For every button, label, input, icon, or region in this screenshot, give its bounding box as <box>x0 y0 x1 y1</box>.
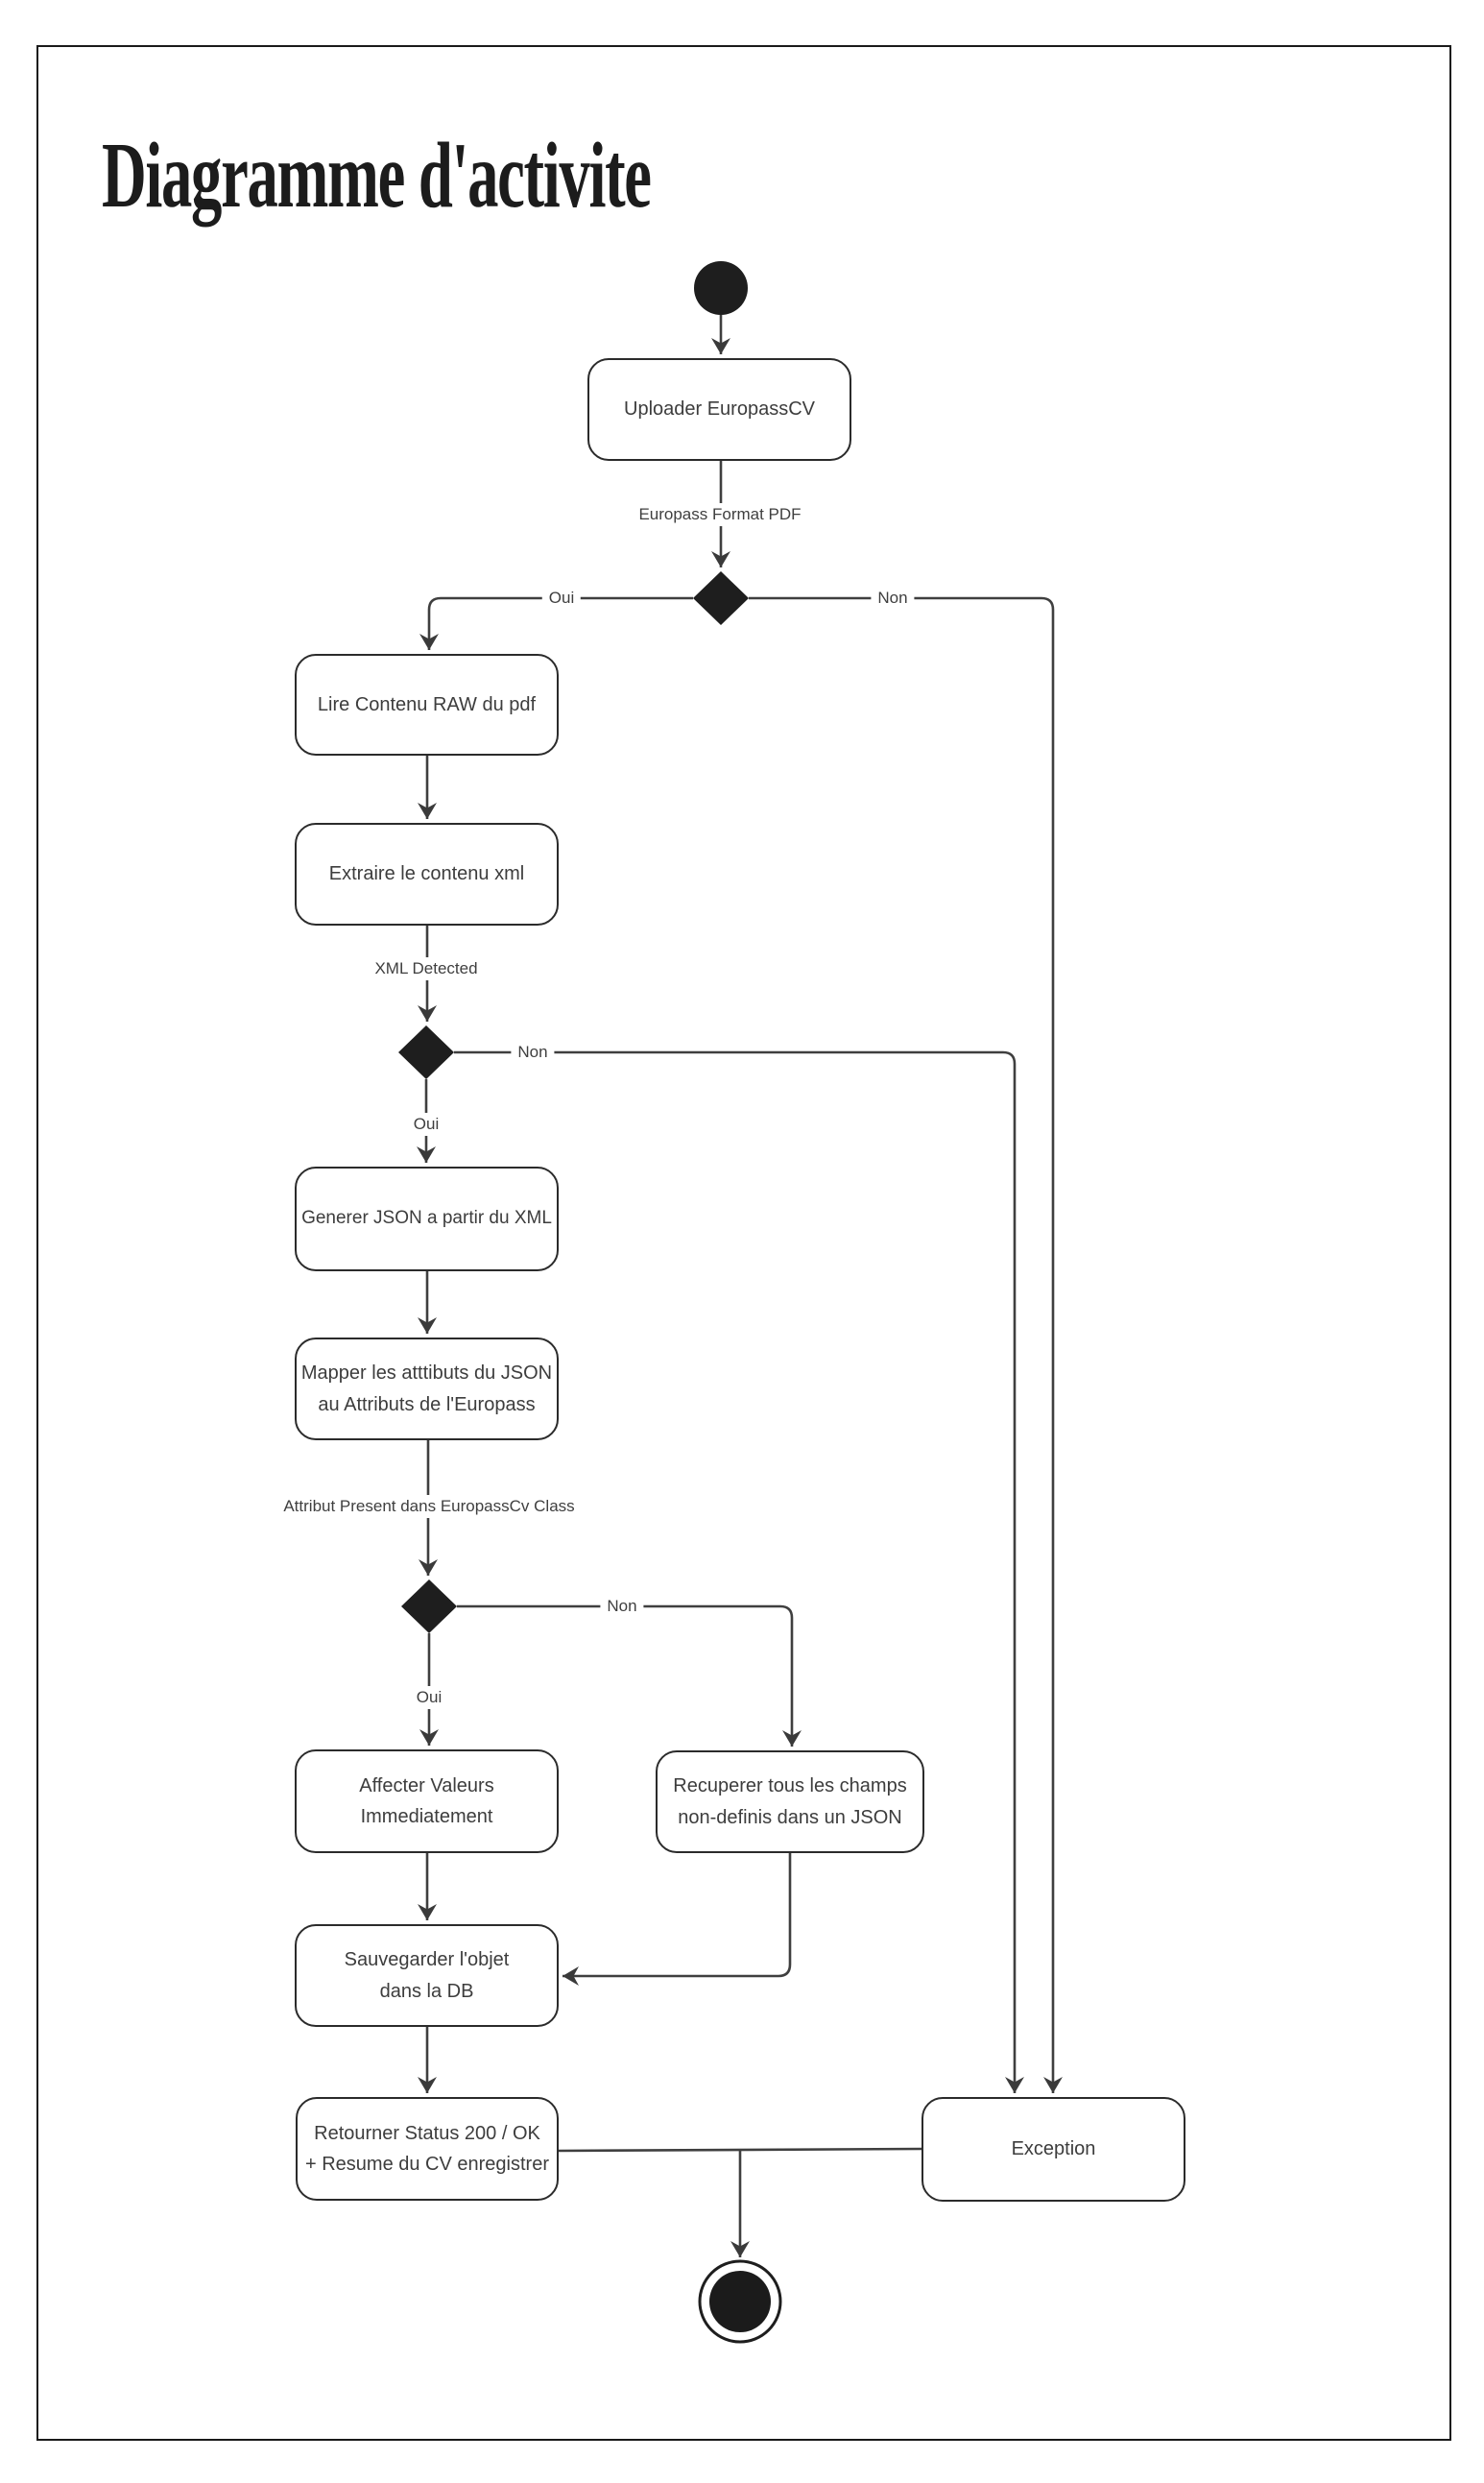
edge-decision3-non-to-recuperer <box>457 1604 802 1747</box>
node-label: Uploader EuropassCV <box>624 398 815 421</box>
node-mapper-attributs: Mapper les atttibuts du JSON au Attribut… <box>295 1338 559 1440</box>
node-affecter-valeurs: Affecter Valeurs Immediatement <box>295 1749 559 1853</box>
node-label: Generer JSON a partir du XML <box>301 1208 552 1229</box>
node-recuperer-champs: Recuperer tous les champs non-definis da… <box>656 1750 924 1853</box>
node-retourner-status: Retourner Status 200 / OK + Resume du CV… <box>296 2097 559 2201</box>
edge-label-decision3-non: Non <box>600 1595 644 1618</box>
node-label: au Attributs de l'Europass <box>318 1393 536 1415</box>
node-uploader-europasscv: Uploader EuropassCV <box>587 358 851 461</box>
edge-label-decision1-non: Non <box>871 587 915 610</box>
edge-label-europass-format-pdf: Europass Format PDF <box>632 503 808 526</box>
edge-decision2-non-to-exception <box>454 1050 1024 2093</box>
decision2-xml-detected <box>398 1025 454 1079</box>
edge-label-decision2-non: Non <box>511 1041 555 1064</box>
node-label: Affecter Valeurs <box>359 1774 494 1796</box>
node-label: Sauvegarder l'objet <box>344 1949 510 1971</box>
node-label: + Resume du CV enregistrer <box>304 2154 549 2175</box>
edge-decision1-oui-to-lire <box>419 596 693 650</box>
edge-label-decision3-oui: Oui <box>409 1686 449 1709</box>
decision3-attribut-present <box>401 1579 457 1633</box>
node-label: Extraire le contenu xml <box>328 863 525 885</box>
decision1-europass-format <box>693 571 749 625</box>
initial-node <box>694 261 748 315</box>
node-exception: Exception <box>922 2097 1185 2202</box>
edge-label-xml-detected: XML Detected <box>368 957 485 980</box>
node-label: Lire Contenu RAW du pdf <box>317 693 537 715</box>
node-label: Retourner Status 200 / OK <box>314 2122 540 2144</box>
node-label: Exception <box>1011 2138 1096 2160</box>
edge-label-attribut-present: Attribut Present dans EuropassCv Class <box>276 1495 582 1518</box>
node-extraire-contenu-xml: Extraire le contenu xml <box>295 823 559 926</box>
node-generer-json: Generer JSON a partir du XML <box>295 1167 559 1271</box>
edge-recuperer-to-sauvegarder <box>562 1853 792 1986</box>
node-label: Recuperer tous les champs <box>673 1775 907 1797</box>
node-lire-contenu-raw: Lire Contenu RAW du pdf <box>295 654 559 756</box>
node-label: dans la DB <box>379 1980 474 2002</box>
node-label: non-definis dans un JSON <box>678 1806 902 1828</box>
page-title: Diagramme d'activite <box>102 124 652 228</box>
edge-decision1-non-to-exception <box>749 596 1063 2093</box>
final-node-core <box>709 2271 771 2332</box>
node-label: Mapper les atttibuts du JSON <box>300 1362 553 1385</box>
edge-label-decision1-oui: Oui <box>541 587 582 610</box>
edge-label-decision2-oui: Oui <box>406 1113 446 1136</box>
node-label: Immediatement <box>360 1806 493 1827</box>
node-sauvegarder-db: Sauvegarder l'objet dans la DB <box>295 1924 559 2027</box>
